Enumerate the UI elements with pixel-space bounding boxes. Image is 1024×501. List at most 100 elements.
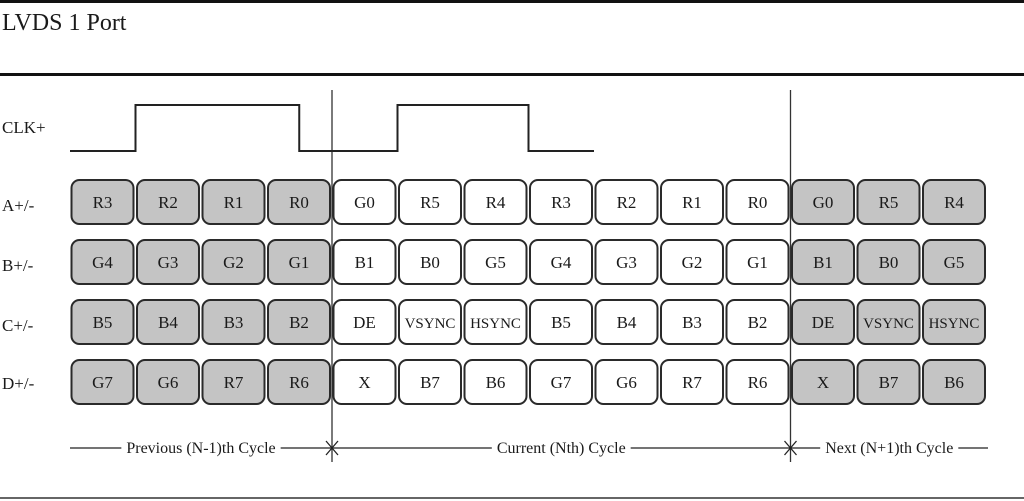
cell-label: R1 — [682, 193, 702, 212]
cell-label: G2 — [223, 253, 244, 272]
top-rule — [0, 0, 1024, 3]
signal-cell — [660, 179, 724, 225]
cell-label: B7 — [420, 373, 440, 392]
cell-label: G2 — [682, 253, 703, 272]
cell-label: HSYNC — [929, 316, 980, 332]
signal-cell — [201, 239, 266, 285]
signal-cell — [594, 179, 659, 225]
cell-label: B3 — [682, 313, 702, 332]
row-label-b: B+/- — [2, 256, 34, 275]
signal-cell — [594, 299, 659, 345]
signal-cell — [201, 179, 266, 225]
cell-label: G1 — [747, 253, 768, 272]
cell-label: DE — [812, 313, 835, 332]
signal-cell — [463, 359, 528, 405]
cell-label: G7 — [551, 373, 572, 392]
row-label-c: C+/- — [2, 316, 34, 335]
cell-label: B1 — [813, 253, 833, 272]
signal-cell — [398, 239, 462, 285]
cell-label: VSYNC — [405, 316, 456, 332]
cell-label: B4 — [158, 313, 178, 332]
signal-cell — [529, 239, 593, 285]
cell-label: G0 — [813, 193, 834, 212]
cell-label: R2 — [617, 193, 637, 212]
cell-label: G5 — [944, 253, 965, 272]
signal-cell — [267, 299, 331, 345]
signal-cell — [725, 299, 790, 345]
row-label-d: D+/- — [2, 374, 35, 393]
cell-label: R0 — [748, 193, 768, 212]
signal-cell — [791, 179, 855, 225]
cell-label: R0 — [289, 193, 309, 212]
signal-cell — [856, 239, 921, 285]
clock-label: CLK+ — [2, 118, 46, 137]
signal-cell — [70, 179, 135, 225]
signal-cell — [201, 359, 266, 405]
signal-cell — [398, 179, 462, 225]
signal-cell — [660, 299, 724, 345]
signal-cell — [529, 179, 593, 225]
cell-label: R7 — [682, 373, 702, 392]
signal-cell — [398, 359, 462, 405]
cell-label: G6 — [158, 373, 179, 392]
signal-cell — [791, 359, 855, 405]
cell-label: X — [358, 373, 370, 392]
signal-cell — [594, 239, 659, 285]
cell-label: B6 — [944, 373, 964, 392]
cell-label: B2 — [748, 313, 768, 332]
signal-cell — [856, 179, 921, 225]
cell-label: B2 — [289, 313, 309, 332]
cycle-label-2: Current (Nth) Cycle — [497, 440, 626, 457]
signal-cell — [398, 299, 462, 345]
page-title: LVDS 1 Port — [2, 10, 127, 36]
signal-cell — [332, 179, 397, 225]
signal-cell — [922, 179, 986, 225]
cell-label: G4 — [92, 253, 113, 272]
cell-label: R6 — [289, 373, 309, 392]
cell-label: R2 — [158, 193, 178, 212]
signal-cell — [136, 359, 200, 405]
cell-label: G5 — [485, 253, 506, 272]
bottom-rule — [0, 497, 1024, 499]
cell-label: G7 — [92, 373, 113, 392]
cell-label: R5 — [879, 193, 899, 212]
cell-label: G3 — [158, 253, 179, 272]
signal-cell — [136, 239, 200, 285]
cycle-label-1: Previous (N-1)th Cycle — [126, 440, 275, 457]
signal-cell — [791, 239, 855, 285]
cell-label: R3 — [93, 193, 113, 212]
cell-label: R5 — [420, 193, 440, 212]
signal-cell — [660, 359, 724, 405]
signal-cell — [725, 179, 790, 225]
cell-label: G6 — [616, 373, 637, 392]
signal-cell — [856, 359, 921, 405]
signal-cell — [332, 299, 397, 345]
cell-label: R4 — [486, 193, 506, 212]
cell-label: G0 — [354, 193, 375, 212]
signal-cell — [267, 359, 331, 405]
signal-cell — [70, 359, 135, 405]
signal-cell — [267, 239, 331, 285]
row-label-a: A+/- — [2, 196, 35, 215]
signal-cell — [463, 239, 528, 285]
signal-cell — [725, 359, 790, 405]
cell-label: R1 — [224, 193, 244, 212]
cell-label: HSYNC — [470, 316, 521, 332]
signal-cell — [922, 299, 986, 345]
signal-cell — [922, 359, 986, 405]
cell-label: VSYNC — [863, 316, 914, 332]
cell-label: B5 — [551, 313, 571, 332]
cell-label: R4 — [944, 193, 964, 212]
cell-label: G4 — [551, 253, 572, 272]
signal-cell — [791, 299, 855, 345]
signal-cell — [725, 239, 790, 285]
signal-cell — [660, 239, 724, 285]
signal-cell — [332, 239, 397, 285]
cell-label: B5 — [93, 313, 113, 332]
cell-label: B3 — [224, 313, 244, 332]
signal-cell — [136, 179, 200, 225]
cell-label: R7 — [224, 373, 244, 392]
cell-label: DE — [353, 313, 376, 332]
clock-waveform — [70, 104, 594, 152]
